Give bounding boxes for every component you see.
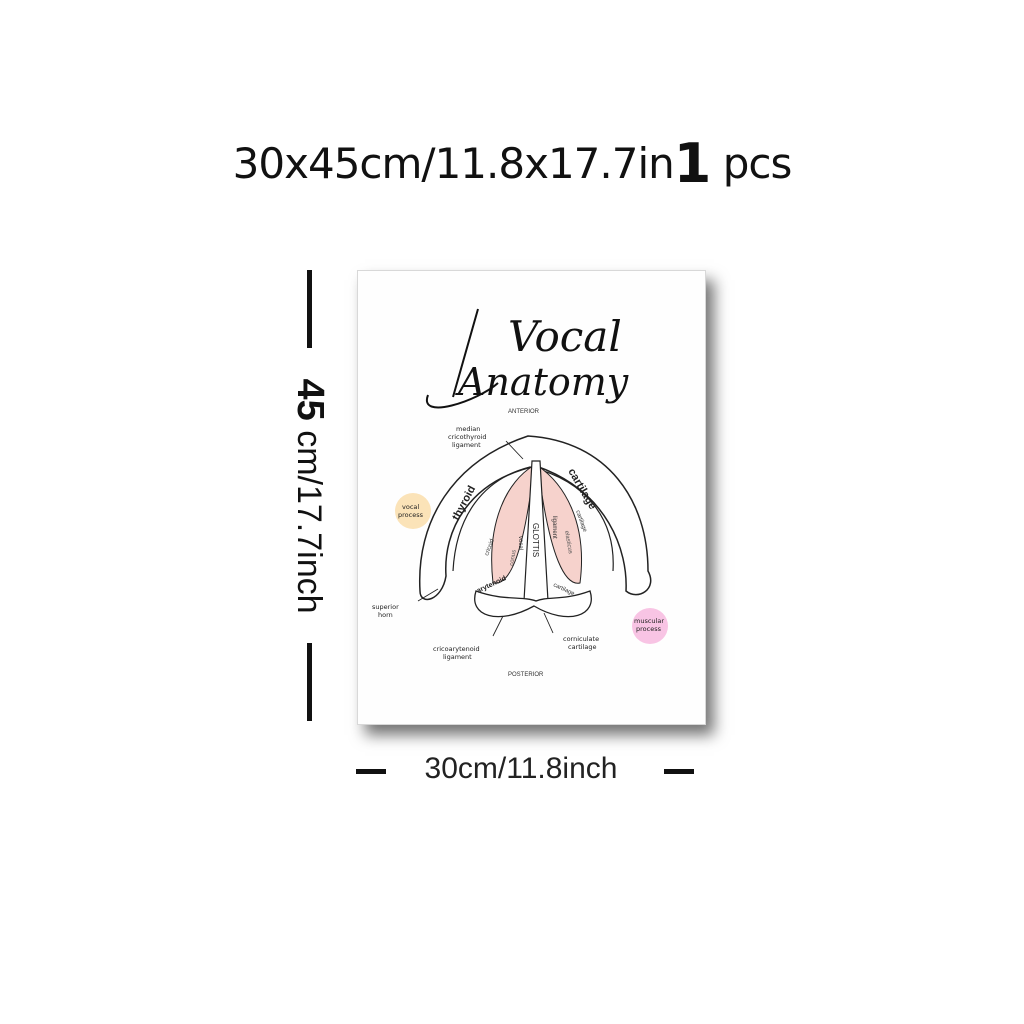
inner-cartilage-outline (452, 466, 614, 572)
title-swash (425, 308, 499, 409)
median-label-1: median (456, 425, 480, 433)
height-bar-top (307, 270, 312, 348)
thyroid-cartilage-outline (418, 435, 652, 601)
width-dimension-label: 30cm/11.8inch (424, 752, 618, 785)
vocal-process-dot (395, 493, 431, 529)
width-bar-right (664, 769, 694, 774)
arytenoid-base (474, 590, 592, 618)
quantity-unit: pcs (722, 139, 793, 188)
vocal-anatomy-illustration: Vocal Anatomy ANTERIOR median cricothyro… (372, 308, 668, 678)
anterior-label: ANTERIOR (508, 409, 540, 415)
elasticus-label: elasticus (563, 530, 573, 554)
vocal-process-label-1: vocal (402, 503, 419, 511)
posterior-label: POSTERIOR (508, 672, 544, 678)
left-fold (491, 465, 535, 584)
svg-text:muscular process: muscular process (634, 617, 666, 633)
right-fold (537, 465, 582, 584)
median-label-3: ligament (452, 441, 481, 449)
conus-label: conus (509, 550, 518, 567)
title-line1: Vocal (508, 312, 622, 361)
superior-horn-label-2: horn (378, 611, 393, 619)
title-line2: Anatomy (455, 360, 629, 404)
superior-horn-label-1: superior (372, 603, 399, 611)
vocal-process-label-2: process (398, 511, 424, 519)
pointer-lines (417, 440, 554, 637)
height-bar-bottom (307, 643, 312, 721)
width-bar-left (356, 769, 386, 774)
glottis-label: GLOTTIS (531, 523, 540, 557)
height-rest: cm/17.7inch (290, 420, 328, 614)
quantity: 1 (673, 132, 712, 195)
corniculate-label-1: corniculate (563, 635, 599, 643)
svg-text:cricoarytenoid ligament: cricoarytenoid ligament (433, 645, 482, 661)
size-text: 30x45cm/11.8x17.7in (232, 139, 675, 188)
svg-text:median cricothyroid: median cricothyroid ligament (448, 425, 489, 449)
muscular-process-label-2: process (636, 625, 662, 633)
poster: Vocal Anatomy ANTERIOR median cricothyro… (357, 270, 706, 725)
svg-text:superior horn: superior horn (372, 603, 401, 619)
height-dimension-label: 45 cm/17.7inch (286, 316, 334, 676)
muscular-process-label-1: muscular (634, 617, 664, 625)
cricoarytenoid-label-2: ligament (443, 653, 472, 661)
size-heading: 30x45cm/11.8x17.7in1 pcs (0, 132, 1024, 195)
ligament-label: ligament (551, 516, 557, 539)
cricoid-label: cricoid (484, 538, 496, 556)
arytenoid-label: arytenoid (476, 575, 508, 595)
svg-text:corniculate cartilage: corniculate cartilage (563, 635, 601, 651)
muscular-process-dot (632, 608, 668, 644)
cricoarytenoid-label-1: cricoarytenoid (433, 645, 480, 653)
svg-text:vocal process: vocal process (398, 503, 424, 519)
cartilage-small-label: cartilage (552, 582, 576, 597)
vocal-lig-label: vocal (517, 536, 523, 550)
corniculate-label-2: cartilage (568, 643, 597, 651)
median-label-2: cricothyroid (448, 433, 487, 441)
height-number: 45 (289, 378, 331, 421)
